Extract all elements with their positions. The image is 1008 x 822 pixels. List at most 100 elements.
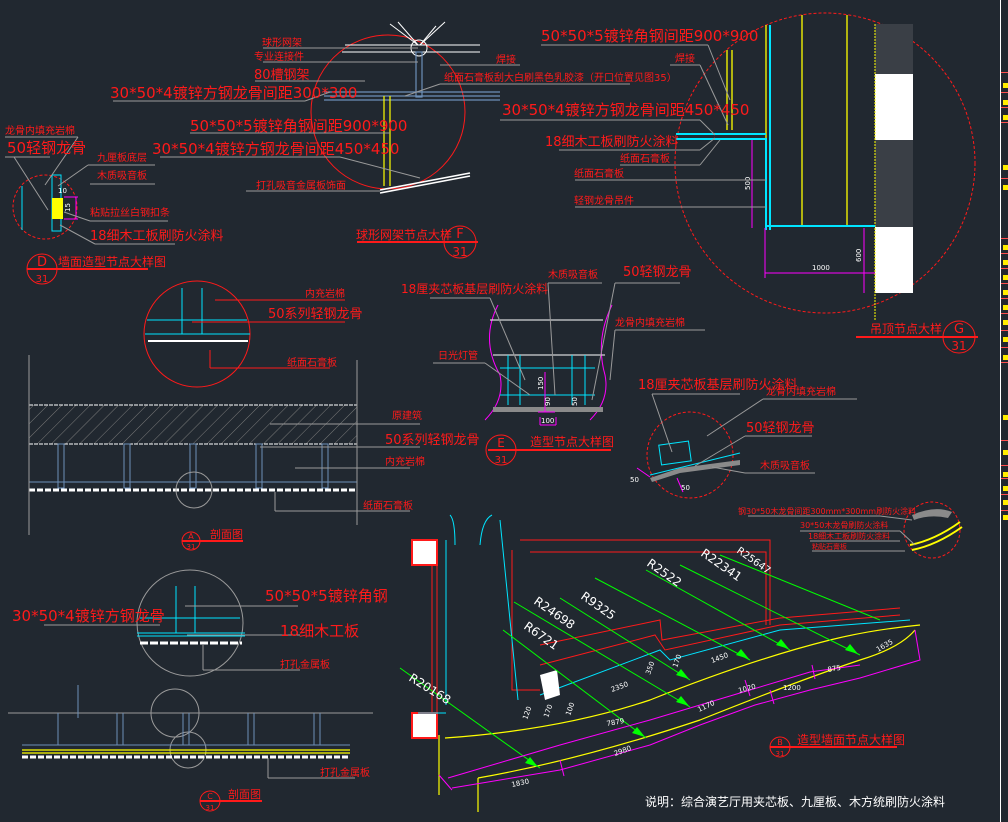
title-block-mark: [1003, 260, 1008, 265]
title-block-cell: [1001, 440, 1008, 441]
studs-a: [29, 443, 357, 489]
detail-a-title: 剖面图: [210, 527, 243, 541]
detail-a: 内充岩棉 50系列轻钢龙骨 纸面石膏板 原建筑 50系列轻钢龙骨 内充岩棉 纸面…: [28, 280, 480, 551]
dim-500: 500: [744, 177, 752, 190]
detail-b: R20168 R6721 R24698 R9325 R2522 R22341 R…: [399, 514, 921, 812]
dim-label: 1170: [696, 699, 716, 714]
label-sandwich-board-e: 18厘夹芯板基层刷防火涂料: [401, 281, 548, 296]
title-block-mark: [1003, 450, 1008, 455]
dim-label: 170: [671, 653, 683, 668]
title-block-cell: [1001, 362, 1008, 363]
title-block-cell: [1001, 268, 1008, 269]
detail-d-tag-letter: D: [37, 255, 47, 270]
title-block-cell: [1001, 465, 1008, 466]
small-curve-board-2: [911, 526, 963, 551]
title-block-cell: [1001, 253, 1008, 254]
label-wood-keel: 30*50木龙骨刷防火涂料: [800, 520, 888, 530]
label-light-steel-a: 50系列轻钢龙骨: [268, 307, 363, 322]
label-ball-grid: 球形网架: [262, 36, 302, 49]
detail-a-zoom-stud: [145, 288, 250, 335]
label-gypsum-a: 纸面石膏板: [287, 356, 337, 369]
label-plywood-g: 18细木工板刷防火涂料: [545, 134, 679, 150]
detail-e-tag-letter: E: [497, 436, 505, 450]
detail-c-leaders: [8, 605, 373, 779]
title-block-cell: [1001, 313, 1008, 314]
detail-a-tag-letter: A: [188, 532, 194, 541]
label-rockwool-e: 龙骨内填充岩棉: [615, 316, 685, 329]
detail-e-leaders: [430, 282, 705, 401]
detail-g-callout-circle: [674, 12, 976, 314]
detail-e: 150 90 50 100 18厘夹芯板基层刷防火涂料 木质吸音板 50轻钢龙骨…: [401, 265, 705, 466]
title-block-mark: [1003, 515, 1008, 520]
label-channel-steel: 80槽钢架: [254, 68, 310, 83]
wall-hatch-mid: [875, 140, 913, 227]
label-sandwich-board-corner: 18厘夹芯板基层刷防火涂料: [638, 377, 798, 393]
label-perforated-metal: 打孔吸音金属板饰面: [256, 179, 346, 192]
label-9mm-base: 九厘板底层: [97, 151, 147, 164]
dim-label: 2350: [610, 680, 629, 694]
label-light-steel: 50轻钢龙骨: [7, 139, 86, 157]
small-hatch: [912, 509, 952, 520]
label-weld: 焊接: [496, 53, 516, 66]
title-block-mark: [1003, 290, 1008, 295]
label-plywood: 18细木工板刷防火涂料: [90, 228, 224, 244]
wall-hatch-top: [875, 24, 913, 74]
detail-c-tag-circle: [199, 790, 221, 812]
radius-lines: [399, 554, 881, 769]
title-block-cell: [1001, 494, 1008, 495]
column-bottom: [411, 712, 438, 739]
detail-a-leaders-gray: [260, 423, 420, 512]
detail-a-leaders: [192, 299, 345, 369]
detail-f-tag-sheet: 31: [452, 245, 467, 259]
general-note: 说明：综合演艺厅用夹芯板、九厘板、木方统刷防火涂料: [645, 794, 945, 809]
title-block-cell: [1001, 478, 1008, 479]
dim-100: 100: [541, 417, 554, 425]
detail-b-tag-sheet: 31: [776, 750, 785, 758]
detail-e-tag-sheet: 31: [495, 455, 508, 466]
dim-label: 350: [644, 660, 656, 675]
label-angle-900-g: 50*50*5镀锌角钢间距900*900: [541, 27, 758, 45]
title-block-cell: [1001, 92, 1008, 93]
dim-label: 875: [827, 664, 842, 674]
break-line-left: [484, 304, 502, 421]
label-acoustic-corner: 木质吸音板: [760, 459, 810, 472]
title-block-cell: [1001, 178, 1008, 179]
detail-c-callout-circle: [136, 569, 244, 677]
dim-10: 10: [58, 187, 67, 195]
title-block-mark: [1003, 355, 1008, 360]
detail-small: 钢30*50木龙骨间距300mm*300mm刷防火涂料 30*50木龙骨刷防火涂…: [738, 501, 963, 559]
break-line-right: [589, 304, 613, 421]
detail-f: 球形网架 专业连接件 80槽钢架 30*50*4镀锌方钢龙骨间距300*300 …: [110, 21, 677, 259]
title-block-cell: [1001, 330, 1008, 331]
label-gypsum-a2: 纸面石膏板: [363, 499, 413, 512]
title-block-cell: [1001, 238, 1008, 239]
corner-frame: [649, 440, 741, 476]
title-block-mark: [1003, 486, 1008, 491]
detail-a-tag-circle: [181, 531, 201, 551]
small-leaders: [748, 515, 916, 552]
label-square-tube-c: 30*50*4镀锌方钢龙骨: [12, 607, 165, 625]
detail-g-yellow-members: [726, 15, 848, 225]
detail-e-frame: [500, 355, 595, 405]
detail-g-tag-circle: [942, 320, 976, 354]
dim-label: 7879: [606, 717, 625, 728]
perforated-panel: [379, 172, 471, 194]
dim-label: 1200: [783, 684, 801, 692]
label-gypsum-g1: 纸面石膏板: [620, 152, 670, 165]
title-block-mark: [1003, 500, 1008, 505]
detail-c-tag-letter: C: [207, 792, 213, 801]
dim-label: 170: [542, 703, 554, 718]
title-block-mark: [1003, 100, 1008, 105]
title-block-mark: [1003, 305, 1008, 310]
corner-dims: [636, 467, 684, 493]
dim-label: 120: [521, 705, 533, 720]
detail-c: 50*50*5镀锌角钢 30*50*4镀锌方钢龙骨 18细木工板 打孔金属板 打…: [8, 569, 388, 812]
dim-corner-a: 50: [630, 476, 639, 484]
wall-red-lines: [431, 539, 901, 713]
detail-b-tag-letter: B: [777, 738, 783, 747]
acoustic-panel-e: [493, 407, 603, 412]
label-angle-c: 50*50*5镀锌角钢: [265, 587, 388, 605]
detail-a-source-circle: [175, 471, 213, 509]
dim-600: 600: [855, 249, 863, 262]
